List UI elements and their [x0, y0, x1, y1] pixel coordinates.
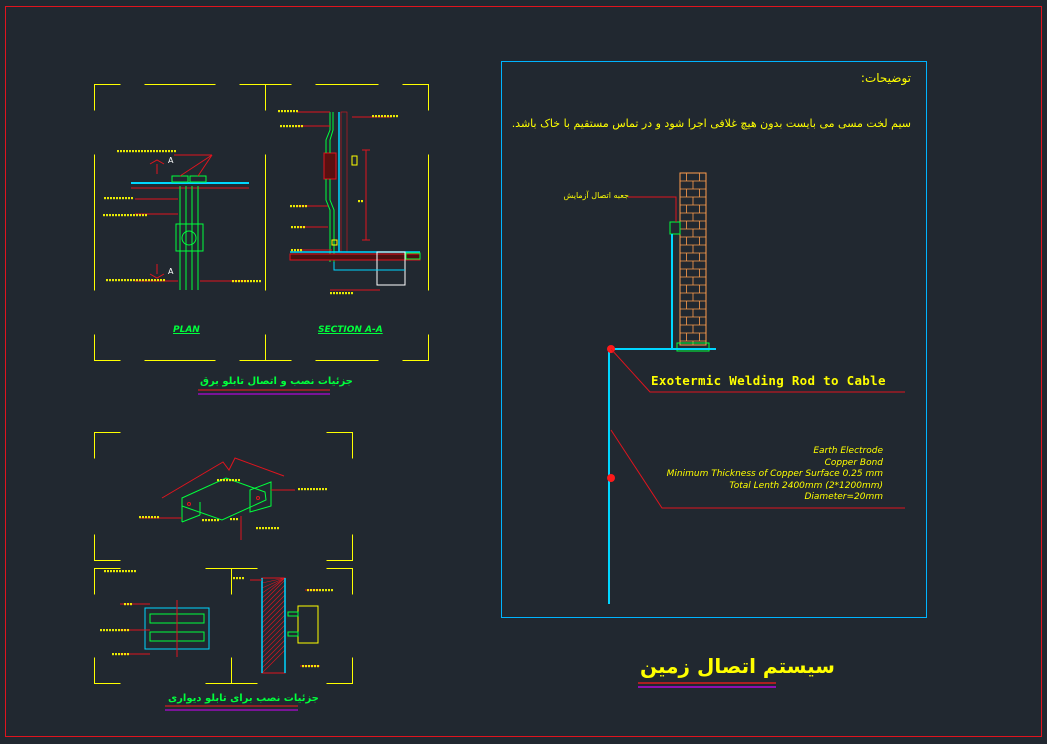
frame-corner [265, 334, 292, 361]
section-marker-a-top: A [168, 156, 174, 165]
notes-panel-frame [501, 61, 927, 618]
inspection-box-label: جعبه اتصال آزمایش [563, 191, 629, 200]
main-title: سیستم اتصال زمین [640, 654, 835, 678]
frame-corner [94, 432, 121, 459]
frame-corner [326, 432, 353, 459]
welding-label: Exotermic Welding Rod to Cable [651, 373, 886, 388]
frame-corner [326, 657, 353, 684]
inspection-box [669, 221, 681, 235]
frame-corner [402, 84, 429, 111]
electrode-spec-line: Diameter=20mm [804, 492, 883, 502]
electrode-leader [610, 429, 905, 509]
plan-view [131, 154, 249, 290]
section-label: SECTION A-A [318, 325, 383, 335]
frame-corner [326, 534, 353, 561]
frame-corner [231, 657, 258, 684]
electrode-spec-line: Minimum Thickness of Copper Surface 0.25… [666, 469, 883, 479]
notes-heading: توضیحات: [860, 71, 911, 85]
inspection-leader [628, 196, 677, 222]
welding-leader [610, 348, 905, 393]
frame-corner [265, 84, 292, 111]
frame-corner [231, 568, 258, 595]
rod-coupling-point [607, 474, 615, 482]
electrode-spec-line: Earth Electrode [813, 446, 883, 456]
panel-front-view [120, 600, 210, 657]
electrode-spec: Earth Electrode Copper Bond Minimum Thic… [667, 446, 883, 504]
wall-base [676, 342, 710, 352]
sheet-border [5, 6, 1042, 737]
frame-corner [94, 334, 121, 361]
frame-corner [326, 568, 353, 595]
frame-corner [94, 568, 121, 595]
frame-corner [94, 84, 121, 111]
frame-corner [94, 534, 121, 561]
section-view [289, 111, 421, 291]
electrode-spec-line: Copper Bond [824, 457, 883, 468]
frame-corner [239, 334, 266, 361]
plan-label: PLAN [173, 325, 200, 335]
panel-detail-title: جزئیات نصب و اتصال تابلو برق [200, 376, 353, 387]
frame-corner [205, 568, 232, 595]
wall-section-view [250, 577, 320, 674]
isometric-bracket [140, 457, 295, 540]
frame-corner [94, 657, 121, 684]
frame-corner [205, 657, 232, 684]
frame-corner [402, 334, 429, 361]
brick-wall [679, 172, 707, 346]
ground-conductor [611, 234, 673, 350]
notes-body: سیم لخت مسی می بایست بدون هیچ غلافی اجرا… [511, 117, 911, 130]
section-marker-a-bottom: A [168, 267, 174, 276]
wall-detail-title: جزئیات نصب برای تابلو دیواری [168, 693, 319, 704]
frame-corner [239, 84, 266, 111]
electrode-spec-line: Total Lenth 2400mm (2*1200mm) [729, 480, 883, 491]
